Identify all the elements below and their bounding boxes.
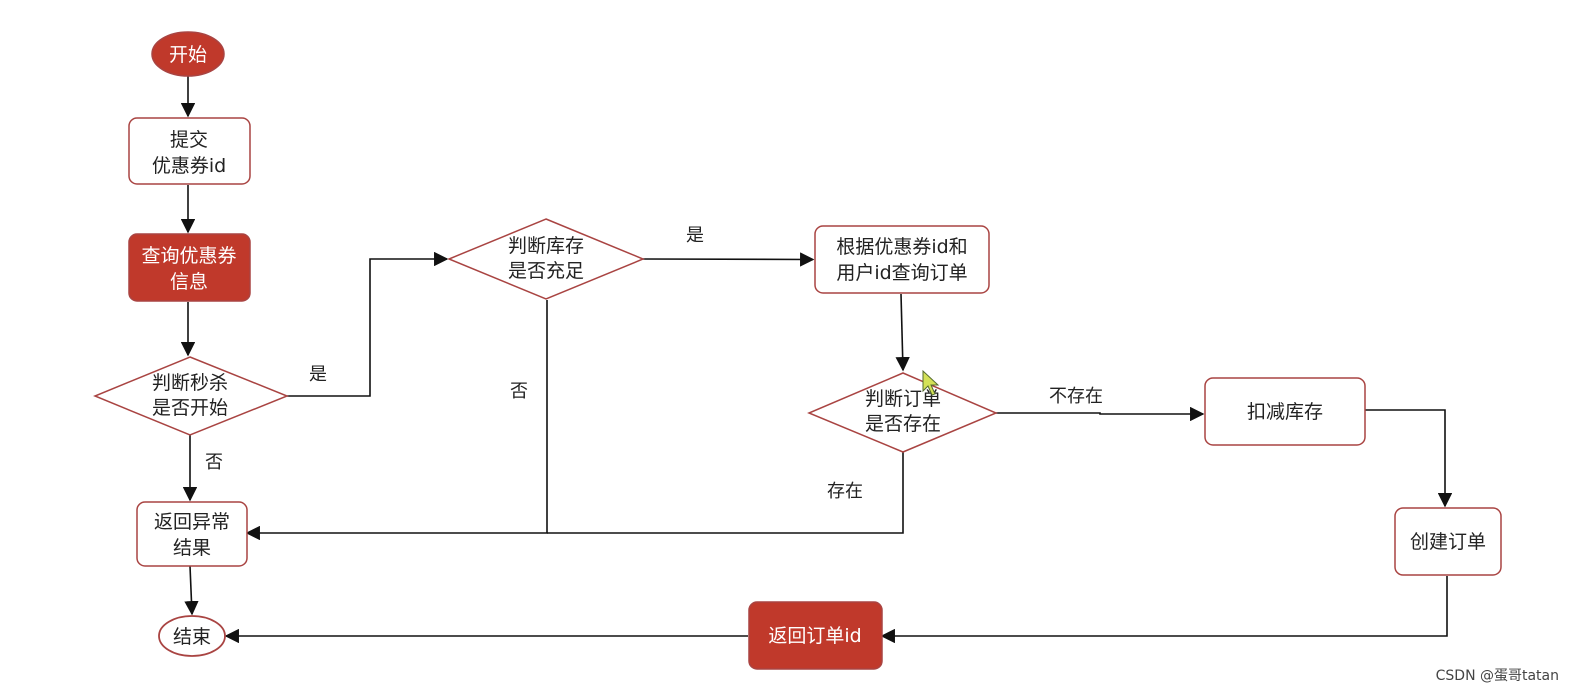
query-order-node: 根据优惠券id和 用户id查询订单 bbox=[814, 225, 990, 294]
query-coupon-node: 查询优惠券 信息 bbox=[128, 233, 251, 302]
start-node: 开始 bbox=[151, 31, 225, 77]
check-seckill-label-line2: 是否开始 bbox=[152, 397, 228, 419]
check-order-node: 判断订单 是否存在 bbox=[807, 372, 998, 453]
edge-label-order-not-exist: 不存在 bbox=[1049, 386, 1103, 407]
edge-error-end bbox=[184, 565, 199, 616]
edge-create-return bbox=[880, 576, 1448, 644]
query-order-label-line1: 根据优惠券id和 bbox=[836, 236, 967, 258]
check-seckill-node: 判断秒杀 是否开始 bbox=[93, 356, 290, 436]
edge-label-order-exist: 存在 bbox=[827, 481, 863, 502]
check-order-label-line1: 判断订单 bbox=[865, 388, 941, 410]
create-order-node: 创建订单 bbox=[1394, 507, 1502, 576]
edge-order-exist bbox=[547, 452, 904, 534]
edge-stock-no bbox=[245, 300, 548, 541]
check-seckill-label-line1: 判断秒杀 bbox=[152, 372, 228, 394]
edge-seckill-yes bbox=[287, 251, 449, 397]
return-error-label-line2: 结果 bbox=[173, 537, 211, 559]
query-coupon-label-line1: 查询优惠券 bbox=[141, 245, 236, 267]
return-order-id-node: 返回订单id bbox=[748, 601, 883, 670]
edge-order-not-exist bbox=[996, 406, 1205, 422]
submit-coupon-node: 提交 优惠券id bbox=[128, 117, 251, 185]
check-stock-label-line2: 是否充足 bbox=[508, 260, 584, 282]
submit-coupon-label-line1: 提交 bbox=[170, 129, 208, 151]
return-order-id-label: 返回订单id bbox=[768, 625, 861, 647]
check-stock-label-line1: 判断库存 bbox=[508, 235, 584, 257]
deduct-stock-node: 扣减库存 bbox=[1204, 377, 1366, 446]
edge-label-stock-no: 否 bbox=[510, 381, 528, 402]
return-error-node: 返回异常 结果 bbox=[136, 501, 248, 567]
edge-label-stock-yes: 是 bbox=[686, 225, 704, 246]
create-order-label: 创建订单 bbox=[1410, 531, 1486, 553]
edge-label-seckill-no: 否 bbox=[205, 452, 223, 473]
edge-query-order-check bbox=[895, 293, 910, 372]
check-stock-node: 判断库存 是否充足 bbox=[447, 218, 645, 300]
deduct-stock-label: 扣减库存 bbox=[1247, 401, 1323, 423]
end-label: 结束 bbox=[173, 626, 211, 648]
edge-deduct-create bbox=[1365, 409, 1453, 508]
end-node: 结束 bbox=[158, 615, 226, 657]
start-label: 开始 bbox=[169, 44, 207, 66]
watermark: CSDN @蛋哥tatan bbox=[1435, 668, 1559, 684]
query-coupon-label-line2: 信息 bbox=[170, 271, 208, 293]
edge-stock-yes bbox=[642, 252, 815, 267]
check-order-label-line2: 是否存在 bbox=[865, 413, 941, 435]
mouse-cursor-icon bbox=[922, 369, 940, 396]
edge-label-seckill-yes: 是 bbox=[309, 364, 327, 385]
submit-coupon-label-line2: 优惠券id bbox=[152, 155, 226, 177]
query-order-label-line2: 用户id查询订单 bbox=[836, 262, 967, 284]
return-error-label-line1: 返回异常 bbox=[154, 511, 230, 533]
